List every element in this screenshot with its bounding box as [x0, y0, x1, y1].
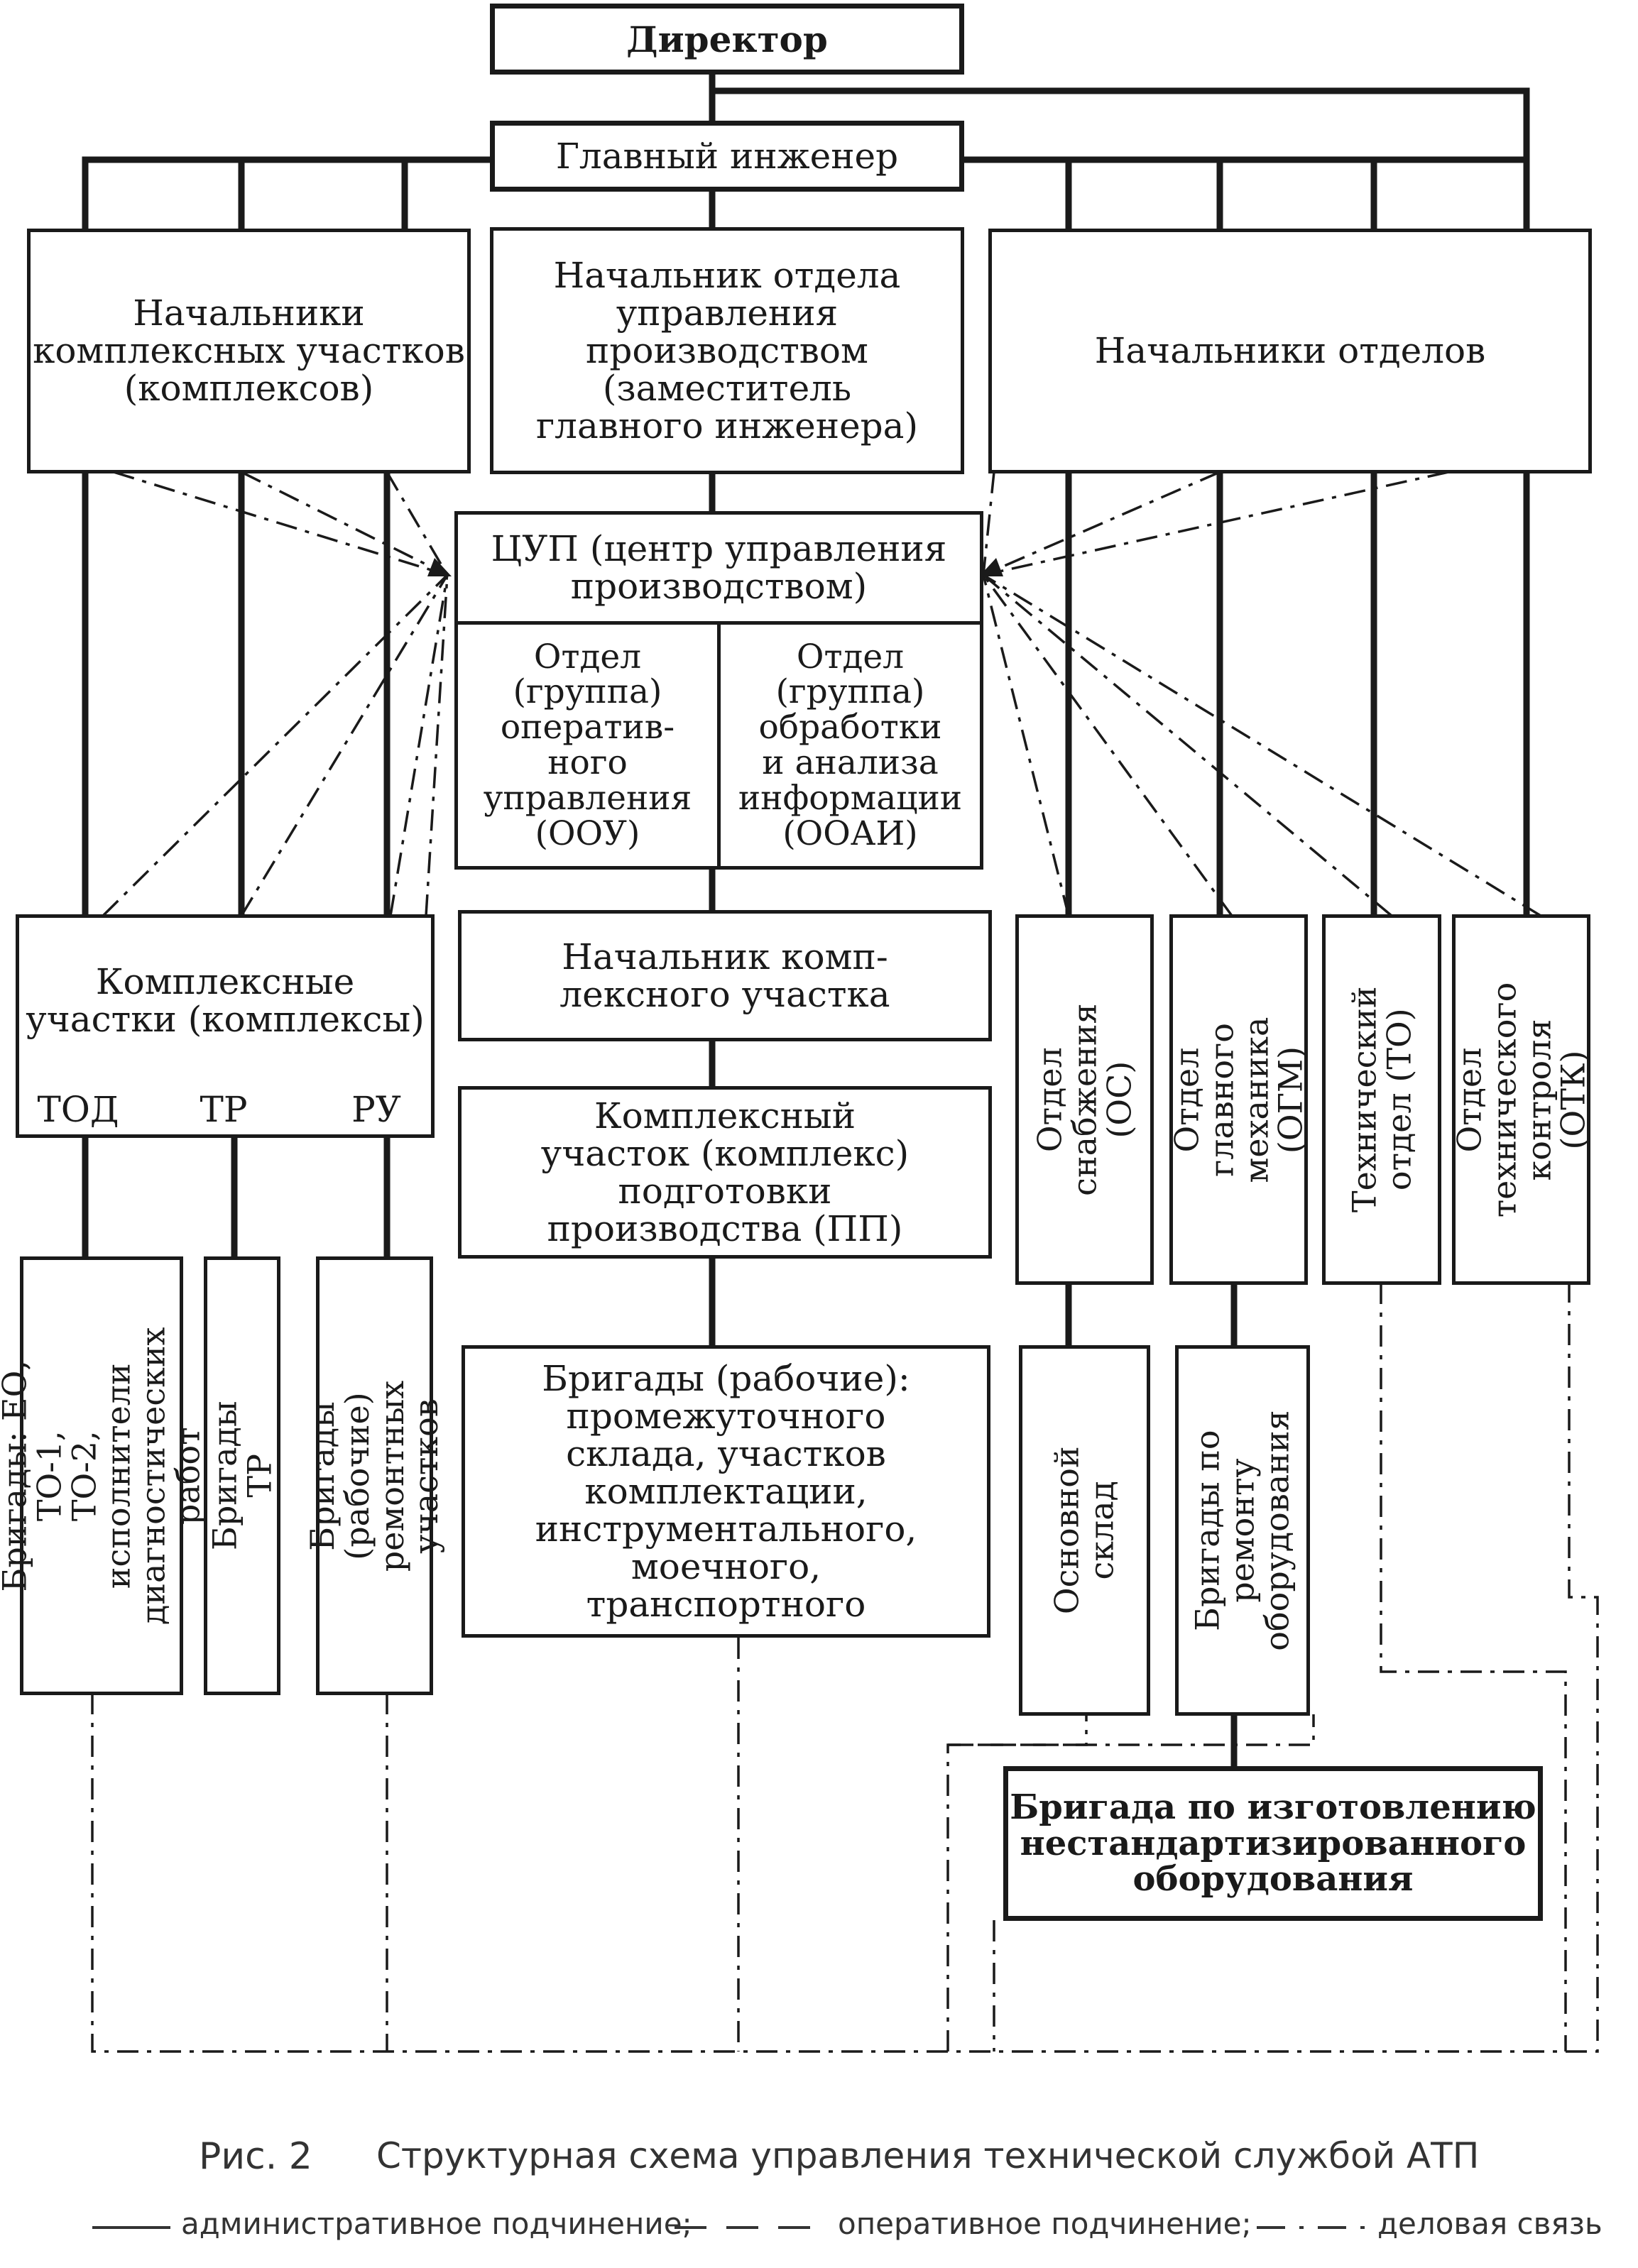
main-warehouse-box [1019, 1345, 1150, 1716]
dept-otk-box [1452, 914, 1590, 1285]
workers-pp-box [462, 1345, 990, 1638]
complex-section-head-label: Начальник комп- лексного участка [559, 936, 890, 1015]
brigade-nonstd-label: Бригада по изготовлению нестандартизиров… [1010, 1787, 1536, 1900]
oou-box [454, 621, 721, 870]
brigades-ru-box [316, 1256, 433, 1695]
pp-label: Комплексный участок (комплекс) подготовк… [540, 1095, 910, 1249]
dept-ogm-label: Отдел главного механика (ОГМ) [1167, 1017, 1310, 1183]
chief-engineer-box [490, 121, 964, 192]
pp-box [458, 1086, 992, 1259]
dept-ogm-box [1169, 914, 1308, 1285]
complex-sections-label: Комплексные участки (комплексы) [26, 961, 425, 1040]
brigades-ru-label: Бригады (рабочие) ремонтных участков [303, 1380, 446, 1572]
brigade-nonstd-box [1003, 1766, 1543, 1921]
prod-mgmt-head-box [490, 227, 964, 474]
legend-admin-label: административное подчинение; [181, 2206, 692, 2241]
workers-pp-label: Бригады (рабочие): промежуточного склада… [535, 1357, 917, 1625]
complex-heads-box [27, 229, 471, 473]
dept-heads-box [988, 229, 1592, 473]
dept-os-label: Отдел снабжения (ОС) [1030, 1003, 1138, 1196]
brigades-repair-box [1175, 1345, 1310, 1716]
complex-heads-label: Начальники комплексных участков (комплек… [33, 292, 465, 409]
figure-number: Рис. 2 [199, 2135, 312, 2178]
legend-dashed-line [675, 2226, 824, 2229]
legend: административное подчинение; оперативное… [92, 2206, 1602, 2249]
main-warehouse-label: Основной склад [1047, 1446, 1121, 1615]
ooai-label: Отдел (группа) обработки и анализа инфор… [738, 637, 963, 853]
director-box [490, 4, 964, 75]
figure-title: Структурная схема управления технической… [376, 2135, 1480, 2176]
brigades-tr-box [204, 1256, 280, 1695]
dept-os-box [1015, 914, 1154, 1285]
ooai-box [717, 621, 983, 870]
tr-label: ТР [200, 1088, 248, 1130]
director-label: Директор [626, 18, 828, 60]
prod-mgmt-head-label: Начальник отдела управления производство… [535, 254, 918, 447]
complex-section-head-box [458, 910, 992, 1041]
dept-otk-label: Отдел технического контроля (ОТК) [1450, 982, 1593, 1217]
oou-label: Отдел (группа) оператив- ного управления… [483, 637, 692, 853]
chief-engineer-label: Главный инженер [555, 135, 899, 177]
brigades-eo-box [20, 1256, 183, 1695]
brigades-tr-label: Бригады ТР [205, 1401, 278, 1551]
brigades-eo-label: Бригады: ЕО, ТО-1, ТО-2, исполнители диа… [0, 1327, 207, 1625]
brigades-repair-label: Бригады по ремонту оборудования [1188, 1410, 1296, 1651]
ru-label: РУ [351, 1088, 401, 1130]
legend-oper-label: оперативное подчинение; [838, 2206, 1252, 2241]
legend-business-label: деловая связь [1377, 2206, 1602, 2241]
complex-sections-box [16, 914, 435, 1138]
legend-solid-line [92, 2226, 170, 2229]
tod-label: ТОД [37, 1088, 119, 1130]
cup-label: ЦУП (центр управления производством) [491, 528, 947, 607]
legend-dashdot-line [1257, 2226, 1370, 2229]
dept-to-box [1322, 914, 1441, 1285]
dept-to-label: Технический отдел (ТО) [1345, 986, 1419, 1213]
dept-heads-label: Начальники отделов [1094, 330, 1486, 371]
